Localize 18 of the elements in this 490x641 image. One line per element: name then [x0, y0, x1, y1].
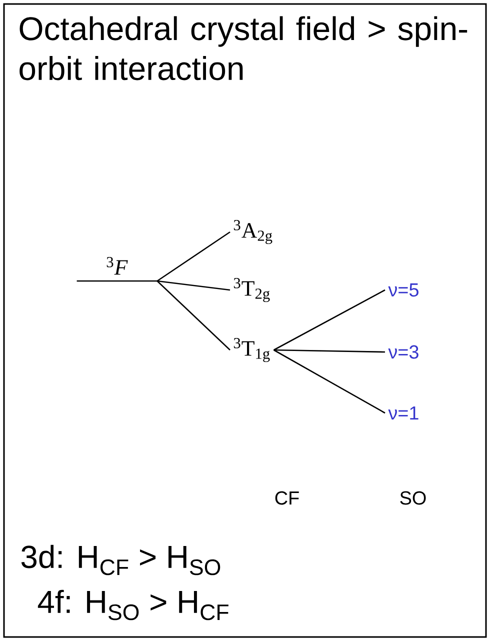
- level-label: ν=3: [388, 345, 418, 359]
- note: 4f: H$_{SO}$ > H$_{CF}$: [38, 590, 228, 620]
- split-line: [273, 349, 386, 414]
- split-line: [274, 349, 385, 353]
- column-label: CF: [275, 491, 299, 505]
- energy-level: $^{3}$F: [76, 256, 158, 282]
- term-label: $^{3}$A$_{2g}$: [234, 220, 272, 244]
- note: 3d: H$_{CF}$ > H$_{SO}$: [21, 544, 220, 576]
- level-label: ν=5: [388, 283, 418, 297]
- column-label: SO: [400, 491, 426, 505]
- term-label: $^{3}$T$_{2g}$: [234, 278, 270, 302]
- title: Octahedral crystal field > spin-orbit interaction: [20, 16, 468, 80]
- split-line: [156, 231, 230, 282]
- split-line: [156, 280, 230, 350]
- split-line: [273, 289, 386, 351]
- term-label: $^{3}$T$_{1g}$: [234, 338, 270, 362]
- level-label: ν=1: [388, 406, 418, 420]
- split-line: [157, 280, 230, 291]
